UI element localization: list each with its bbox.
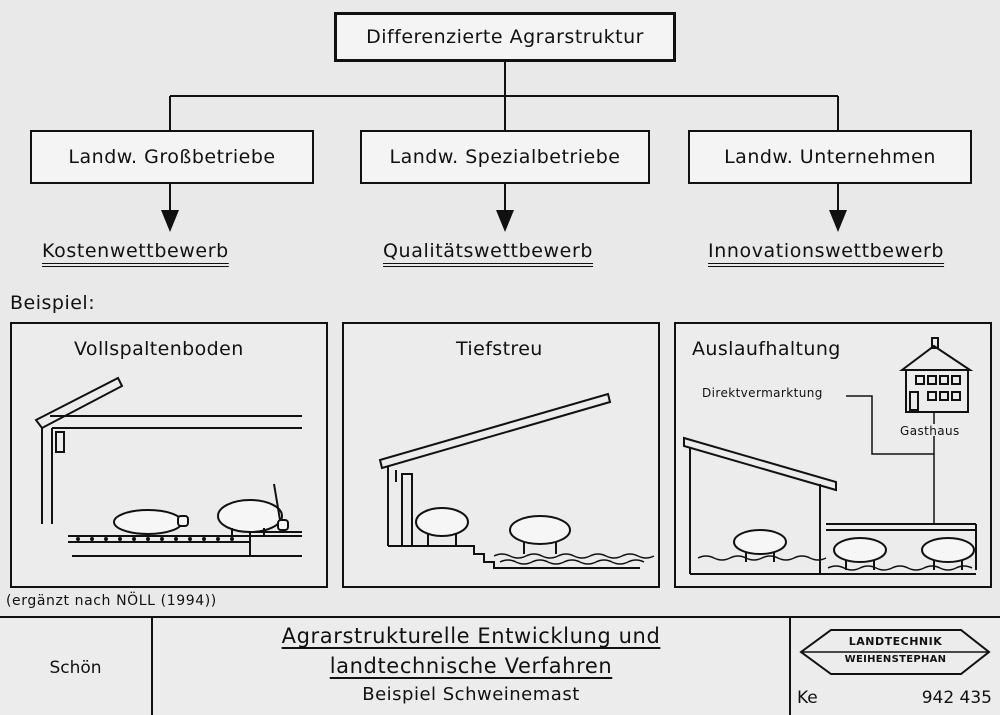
- category-label: Landw. Unternehmen: [724, 146, 936, 168]
- example-panel-slatted-floor: Vollspaltenboden: [10, 322, 328, 588]
- competition-label-cost: Kostenwettbewerb: [42, 240, 229, 262]
- pig-icon: [509, 515, 571, 554]
- panel-title: Tiefstreu: [456, 338, 543, 360]
- author-name: Schön: [49, 658, 102, 678]
- landtechnik-logo-icon: [799, 629, 991, 675]
- code-number: 942 435: [921, 688, 992, 708]
- category-box-enterprises: Landw. Unternehmen: [688, 130, 972, 184]
- category-box-special-farms: Landw. Spezialbetriebe: [360, 130, 650, 184]
- source-note: (ergänzt nach NÖLL (1994)): [6, 593, 217, 609]
- pig-icon: [113, 509, 189, 535]
- arrow-down-icon: [829, 210, 847, 232]
- example-label: Beispiel:: [10, 292, 96, 314]
- panel-title: Auslaufhaltung: [692, 338, 841, 360]
- pig-icon: [733, 529, 787, 562]
- footer-title-line2: landtechnische Verfahren: [329, 654, 613, 678]
- footer: Schön Agrarstrukturelle Entwicklung und …: [0, 616, 1000, 715]
- footer-author-cell: Schön: [0, 618, 153, 715]
- panel-title: Vollspaltenboden: [74, 338, 244, 360]
- arrow-down-icon: [496, 210, 514, 232]
- direct-marketing-label: Direktvermarktung: [702, 386, 823, 400]
- example-panel-outdoor-run: Auslaufhaltung Direktvermarktung Gasthau…: [674, 322, 992, 588]
- logo-text-line2: WEIHENSTEPHAN: [844, 654, 947, 665]
- pig-icon: [833, 537, 887, 570]
- competition-label-quality: Qualitätswettbewerb: [383, 240, 594, 262]
- pig-icon: [217, 483, 289, 536]
- footer-title-cell: Agrarstrukturelle Entwicklung und landte…: [153, 618, 791, 715]
- logo-text-line1: LANDTECHNIK: [848, 635, 943, 648]
- connector-lines: [161, 62, 847, 232]
- example-panel-deep-litter: Tiefstreu: [342, 322, 660, 588]
- arrow-down-icon: [161, 210, 179, 232]
- pig-icon: [921, 537, 975, 570]
- inn-label: Gasthaus: [900, 424, 960, 438]
- category-label: Landw. Spezialbetriebe: [389, 146, 621, 168]
- barn-deep-litter-illustration: [378, 392, 655, 569]
- competition-label-innovation: Innovationswettbewerb: [708, 240, 945, 262]
- barn-outdoor-run-illustration: [683, 337, 977, 575]
- category-box-large-farms: Landw. Großbetriebe: [30, 130, 314, 184]
- footer-title-line1: Agrarstrukturelle Entwicklung und: [281, 624, 661, 648]
- diagram-title: Differenzierte Agrarstruktur: [366, 26, 644, 48]
- diagram-title-box: Differenzierte Agrarstruktur: [334, 12, 676, 62]
- category-label: Landw. Großbetriebe: [68, 146, 276, 168]
- barn-slatted-floor-illustration: [34, 376, 302, 557]
- footer-logo-cell: LANDTECHNIK WEIHENSTEPHAN Ke 942 435: [791, 618, 1000, 715]
- pig-icon: [415, 507, 469, 546]
- code-prefix: Ke: [797, 688, 818, 708]
- inn-building-icon: [899, 337, 974, 413]
- footer-subtitle: Beispiel Schweinemast: [362, 684, 580, 705]
